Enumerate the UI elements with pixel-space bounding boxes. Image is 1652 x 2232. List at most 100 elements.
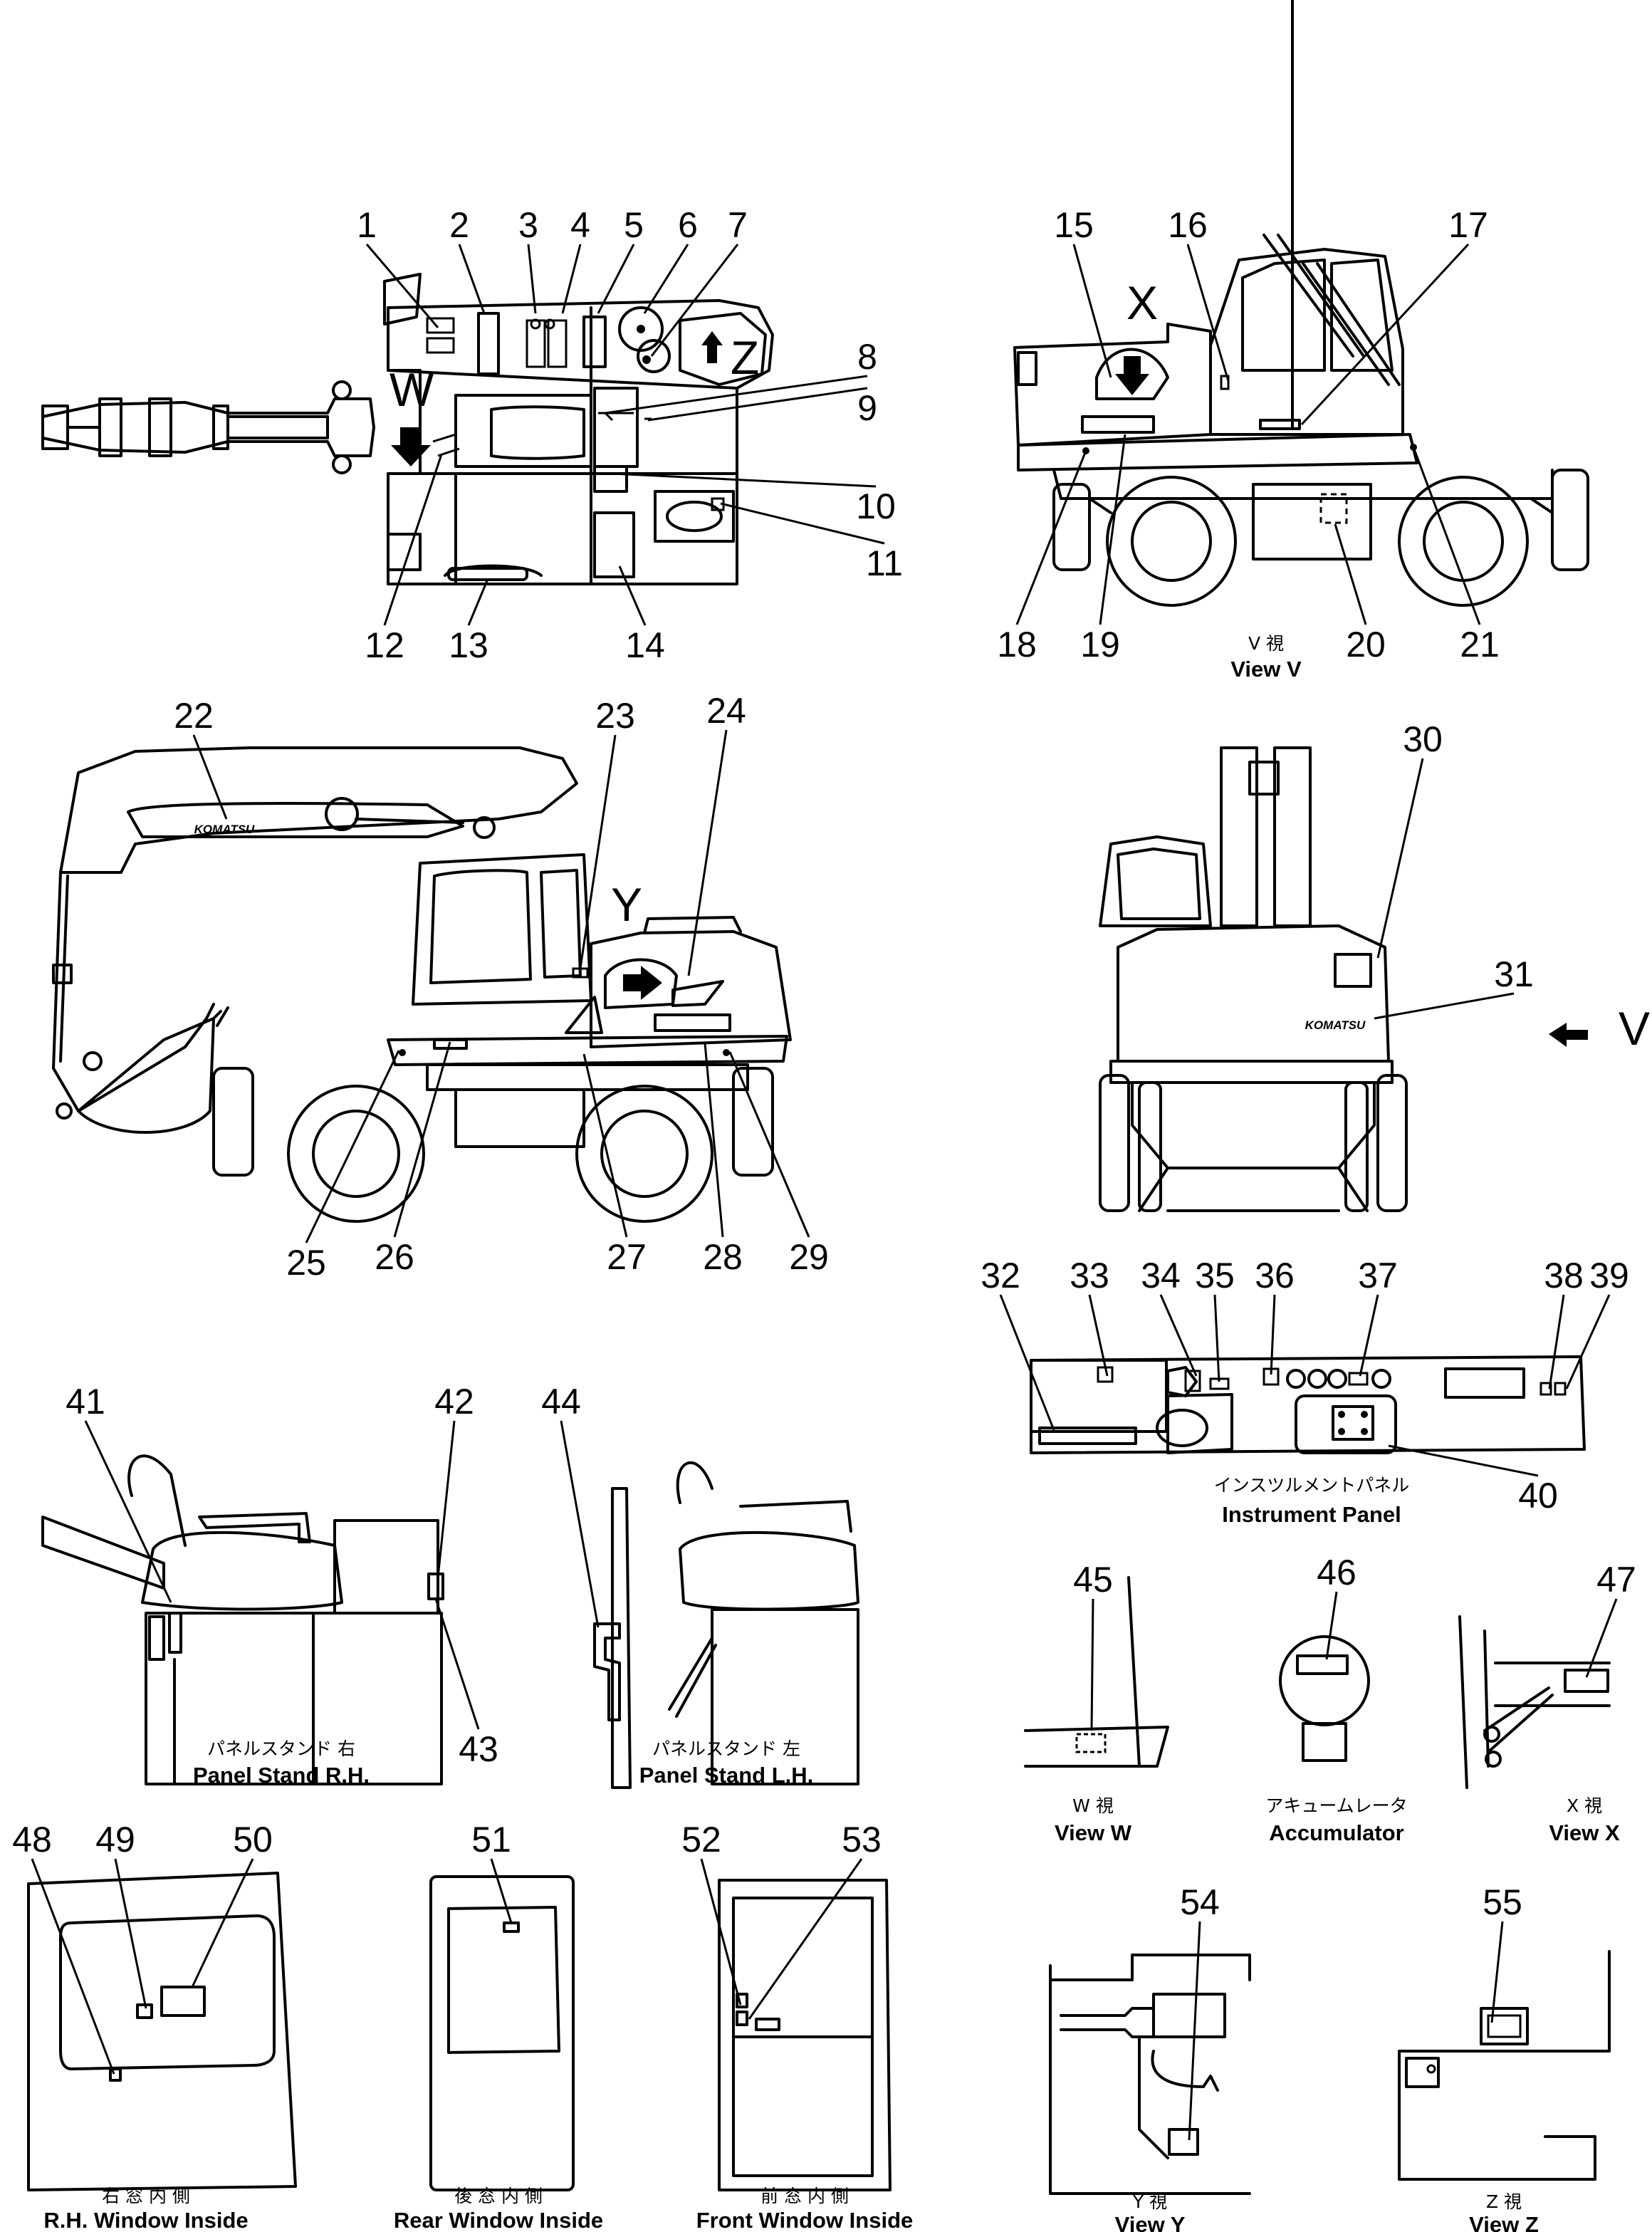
- leader-line-15: [1072, 244, 1112, 378]
- callout-number-9: 9: [857, 388, 877, 428]
- callout-number-38: 38: [1544, 1256, 1584, 1295]
- leader-line-19: [1099, 434, 1126, 625]
- leader-line-38: [1548, 1294, 1565, 1389]
- accumulator-drawing: [1279, 1635, 1370, 1762]
- rh-window-drawing: [27, 1872, 297, 2191]
- leader-line-50: [191, 1858, 254, 1988]
- brand-mark-boom: KOMATSU: [194, 823, 255, 836]
- leader-line-40: [1388, 1444, 1539, 1477]
- leader-line-46: [1325, 1591, 1338, 1660]
- caption-en: View X: [1549, 1820, 1620, 1845]
- leader-line-31: [1374, 992, 1515, 1020]
- caption-jp: 右 窓 内 側: [102, 2186, 190, 2206]
- caption-jp: X 視: [1567, 1795, 1602, 1816]
- caption-jp: Z 視: [1486, 2191, 1522, 2212]
- leader-line-1: [365, 244, 439, 328]
- callout-number-7: 7: [728, 205, 748, 245]
- callout-number-52: 52: [681, 1820, 721, 1860]
- callout-number-3: 3: [518, 205, 538, 245]
- leader-line-36: [1270, 1294, 1276, 1375]
- callout-number-31: 31: [1494, 954, 1534, 994]
- callout-number-45: 45: [1073, 1560, 1113, 1600]
- caption-en: Instrument Panel: [1222, 1502, 1401, 1527]
- callout-number-27: 27: [607, 1237, 647, 1277]
- leader-line-53: [748, 1858, 863, 2020]
- leader-line-30: [1376, 758, 1424, 959]
- leader-line-48: [31, 1858, 115, 2075]
- callout-number-24: 24: [706, 691, 746, 731]
- callout-number-4: 4: [570, 205, 590, 245]
- leader-line-33: [1088, 1294, 1109, 1377]
- leader-line-55: [1490, 1921, 1504, 2023]
- leader-line-18: [1015, 450, 1087, 625]
- brand-mark-rear: KOMATSU: [1305, 1018, 1366, 1032]
- caption-en: R.H. Window Inside: [43, 2208, 248, 2232]
- callout-number-2: 2: [449, 205, 469, 245]
- leader-line-13: [467, 578, 489, 626]
- caption-jp: 前 窓 内 側: [760, 2186, 849, 2206]
- caption-en: Front Window Inside: [696, 2208, 914, 2232]
- callout-number-32: 32: [981, 1256, 1020, 1295]
- leader-line-44: [560, 1420, 600, 1628]
- callout-number-30: 30: [1403, 719, 1443, 759]
- caption-jp: Y 視: [1132, 2191, 1167, 2212]
- callout-number-51: 51: [471, 1820, 511, 1860]
- leader-line-6: [643, 244, 689, 314]
- leader-line-42: [436, 1420, 456, 1578]
- leader-line-37: [1359, 1294, 1379, 1377]
- view-letter-w: W: [390, 363, 434, 416]
- callout-number-47: 47: [1596, 1560, 1636, 1600]
- leader-line-12: [383, 454, 443, 626]
- caption-jp: W 視: [1072, 1795, 1114, 1816]
- view-letter-x: X: [1126, 276, 1158, 329]
- callout-number-16: 16: [1168, 205, 1208, 245]
- callout-number-50: 50: [233, 1820, 273, 1860]
- leader-line-35: [1213, 1294, 1220, 1382]
- view-z-drawing: [1398, 1950, 1611, 2181]
- callout-number-10: 10: [856, 486, 896, 526]
- caption-en: Panel Stand L.H.: [639, 1763, 814, 1788]
- view-w-drawing: [1024, 1576, 1169, 1768]
- callout-number-22: 22: [174, 696, 214, 736]
- front-window-drawing: [718, 1879, 892, 2191]
- callout-number-1: 1: [357, 205, 377, 245]
- callout-number-29: 29: [789, 1237, 829, 1277]
- callout-number-46: 46: [1317, 1553, 1356, 1592]
- leader-line-4: [561, 244, 582, 314]
- leader-line-28: [704, 1043, 724, 1238]
- leader-line-49: [114, 1858, 147, 2009]
- callout-number-25: 25: [286, 1243, 326, 1283]
- leader-line-21: [1412, 447, 1481, 625]
- leader-line-9: [647, 387, 868, 422]
- callout-number-18: 18: [997, 625, 1037, 664]
- rear-window-drawing: [429, 1875, 575, 2191]
- leader-line-16: [1186, 244, 1230, 382]
- view-letter-z: Z: [731, 331, 759, 384]
- callout-number-28: 28: [703, 1237, 743, 1277]
- callout-number-49: 49: [95, 1820, 135, 1860]
- callout-number-33: 33: [1070, 1256, 1109, 1295]
- callout-number-43: 43: [459, 1729, 498, 1769]
- callout-number-13: 13: [449, 625, 488, 665]
- leader-line-5: [597, 244, 635, 314]
- callout-number-14: 14: [625, 625, 665, 665]
- leader-lines: [31, 243, 1618, 2141]
- caption-jp: インスツルメントパネル: [1214, 1475, 1410, 1496]
- callout-number-42: 42: [434, 1382, 474, 1422]
- caption-jp: パネルスタンド 左: [652, 1738, 800, 1759]
- caption-en: View Z: [1469, 2212, 1539, 2232]
- leader-line-47: [1585, 1598, 1618, 1678]
- top-view-drawing: [41, 273, 774, 585]
- caption-en: View Y: [1115, 2212, 1186, 2232]
- callout-number-26: 26: [375, 1237, 414, 1277]
- caption-en: View W: [1055, 1820, 1132, 1845]
- callout-number-34: 34: [1141, 1256, 1181, 1295]
- leader-line-41: [84, 1420, 172, 1603]
- callout-number-11: 11: [866, 543, 903, 583]
- leader-line-14: [618, 565, 647, 626]
- callout-number-17: 17: [1448, 205, 1488, 245]
- caption-en: Accumulator: [1269, 1820, 1403, 1845]
- leader-line-2: [458, 244, 486, 314]
